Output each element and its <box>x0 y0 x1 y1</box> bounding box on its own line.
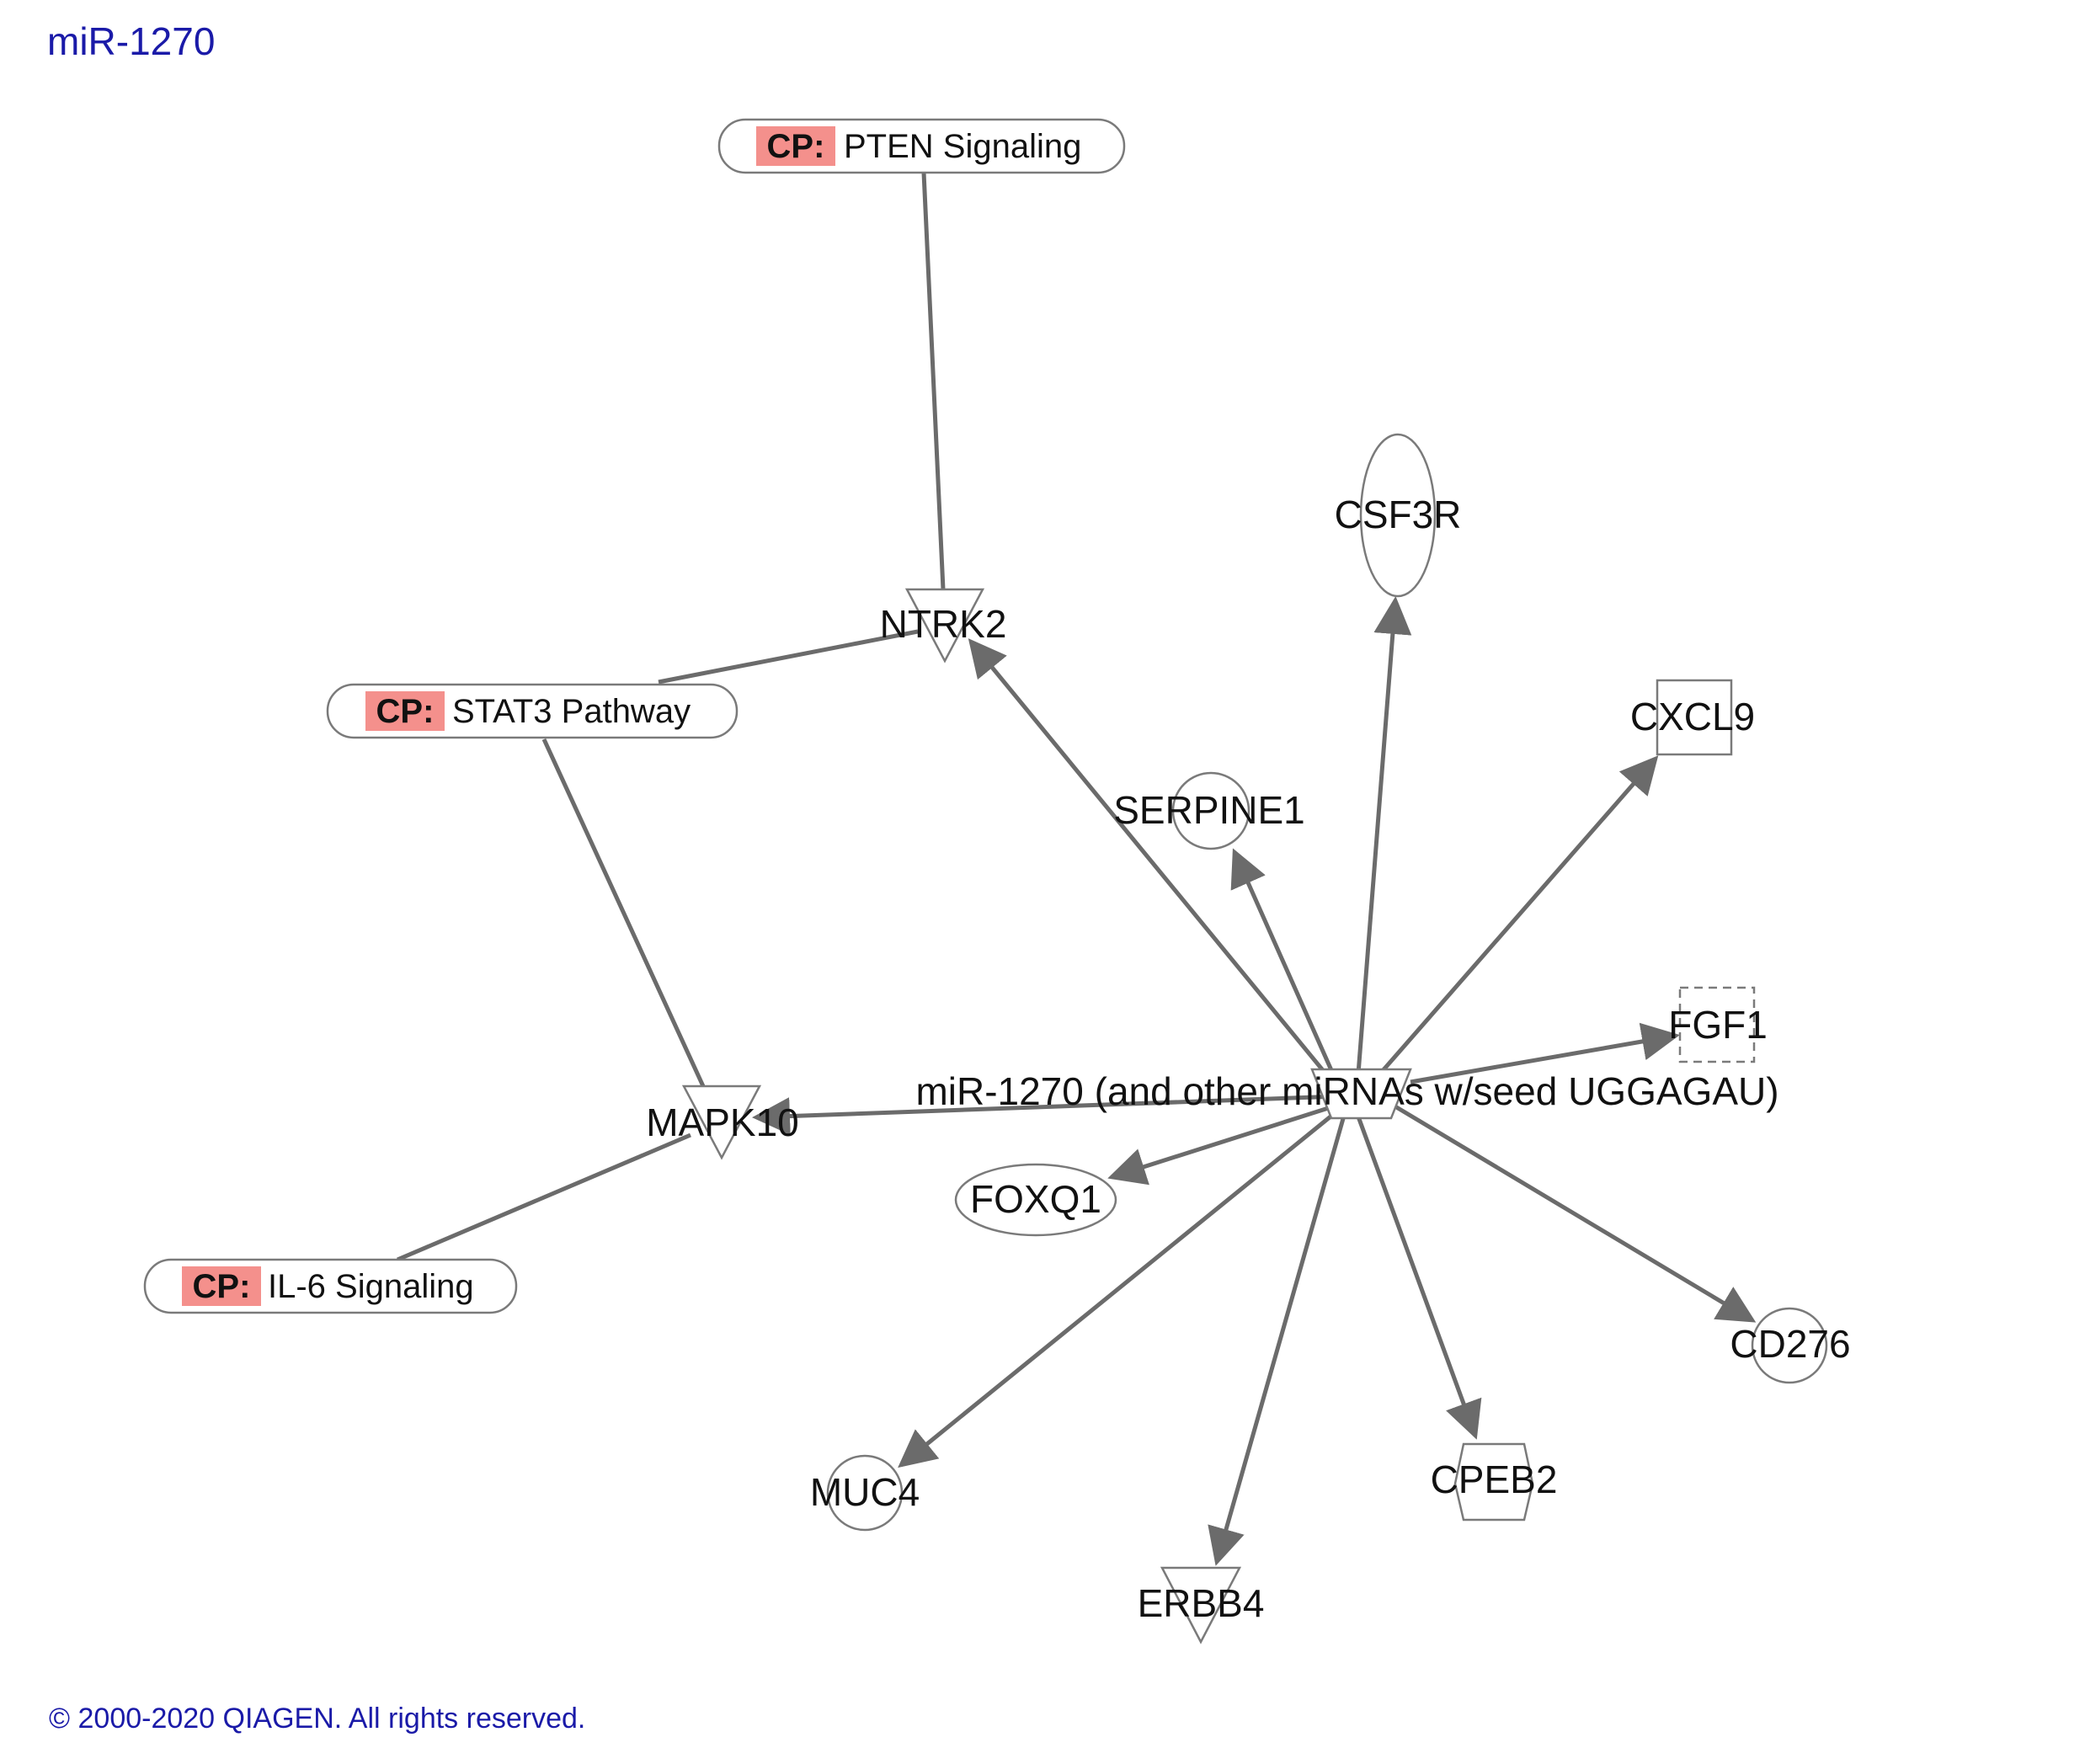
node-erbb4-label: ERBB4 <box>1138 1581 1265 1625</box>
edge-stat3-mapk10[interactable] <box>541 738 706 1088</box>
node-foxq1-label: FOXQ1 <box>970 1177 1101 1221</box>
node-erbb4[interactable]: ERBB4 <box>1138 1566 1265 1644</box>
pathway-pten-tag: CP: <box>767 128 825 165</box>
edge-mir-erbb4[interactable] <box>1208 1109 1348 1566</box>
edge-mir-ntrk2[interactable] <box>968 638 1343 1095</box>
pathway-il6-tag: CP: <box>193 1268 251 1305</box>
pathway-pten[interactable]: CP: PTEN Signaling <box>717 118 1126 174</box>
pathways: CP: PTEN Signaling CP: STAT3 Pathway CP:… <box>143 118 1126 1314</box>
node-ntrk2[interactable]: NTRK2 <box>880 588 1007 663</box>
copyright-notice: © 2000-2020 QIAGEN. All rights reserved. <box>49 1703 586 1735</box>
edge-mir-cpeb2[interactable] <box>1353 1109 1482 1440</box>
node-cxcl9-label: CXCL9 <box>1630 695 1755 738</box>
edge-mir-mapk10[interactable] <box>752 1094 1340 1136</box>
pathway-stat3-label: STAT3 Pathway <box>452 693 691 730</box>
pathway-il6[interactable]: CP: IL-6 Signaling <box>143 1258 518 1314</box>
edge-stat3-ntrk2[interactable] <box>658 629 919 685</box>
node-muc4[interactable]: MUC4 <box>810 1454 920 1532</box>
node-ntrk2-label: NTRK2 <box>880 602 1007 646</box>
node-mir[interactable]: miR-1270 (and other miRNAs w/seed UGGAGA… <box>915 1068 1779 1120</box>
edge-mir-muc4[interactable] <box>898 1108 1341 1468</box>
edge-mir-serpine1[interactable] <box>1230 848 1344 1095</box>
edge-mir-cd276[interactable] <box>1388 1101 1757 1323</box>
edge-il6-mapk10[interactable] <box>397 1132 691 1262</box>
node-cd276[interactable]: CD276 <box>1730 1307 1851 1384</box>
node-mir-label: miR-1270 (and other miRNAs w/seed UGGAGA… <box>915 1069 1778 1113</box>
node-cxcl9[interactable]: CXCL9 <box>1630 679 1755 756</box>
node-muc4-label: MUC4 <box>810 1470 920 1514</box>
node-mapk10-label: MAPK10 <box>646 1101 799 1144</box>
node-fgf1-label: FGF1 <box>1668 1003 1768 1047</box>
edge-mir-fgf1[interactable] <box>1410 1022 1680 1085</box>
edge-mir-foxq1[interactable] <box>1107 1102 1340 1186</box>
diagram-title: miR-1270 <box>47 19 216 63</box>
edges <box>397 172 1757 1566</box>
edge-pten-ntrk2[interactable] <box>921 172 946 590</box>
node-mapk10[interactable]: MAPK10 <box>646 1085 799 1160</box>
node-csf3r-label: CSF3R <box>1335 493 1462 536</box>
node-serpine1[interactable]: SERPINE1 <box>1113 771 1305 850</box>
pathway-pten-tag-bg <box>756 126 835 166</box>
node-serpine1-label: SERPINE1 <box>1113 788 1305 832</box>
nodes: NTRK2 MAPK10 ERBB4 CSF3R CXCL9 SERPINE1 <box>646 433 1851 1644</box>
pathway-stat3-tag: CP: <box>376 693 435 730</box>
node-cpeb2[interactable]: CPEB2 <box>1431 1442 1558 1522</box>
pathway-stat3-tag-bg <box>365 691 445 731</box>
node-foxq1[interactable]: FOXQ1 <box>954 1163 1117 1237</box>
pathway-stat3[interactable]: CP: STAT3 Pathway <box>326 683 739 739</box>
node-csf3r[interactable]: CSF3R <box>1335 433 1462 598</box>
pathway-il6-label: IL-6 Signaling <box>268 1268 474 1305</box>
node-fgf1[interactable]: FGF1 <box>1668 986 1768 1063</box>
node-cd276-label: CD276 <box>1730 1322 1850 1366</box>
edge-mir-cxcl9[interactable] <box>1373 755 1659 1082</box>
edge-mir-csf3r[interactable] <box>1355 596 1412 1085</box>
pathway-il6-tag-bg <box>182 1266 261 1306</box>
node-cpeb2-label: CPEB2 <box>1431 1458 1558 1501</box>
pathway-pten-label: PTEN Signaling <box>844 128 1081 165</box>
